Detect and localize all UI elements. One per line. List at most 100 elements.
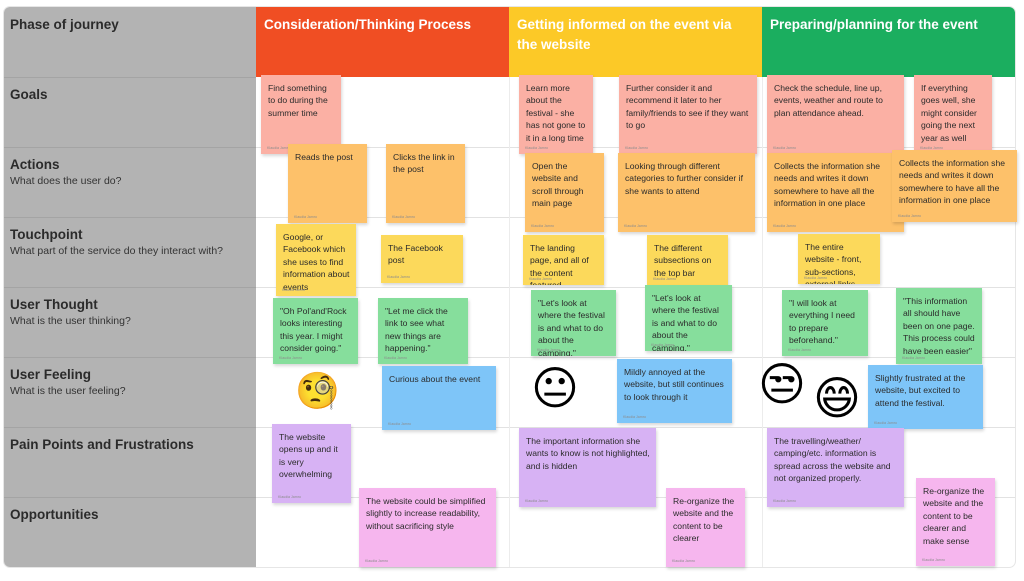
sticky-note-text: If everything goes well, she might consi…: [921, 83, 977, 143]
row-title: Goals: [10, 87, 48, 102]
sticky-note-author: Klaudia Jamro: [902, 356, 925, 360]
sticky-note-author: Klaudia Jamro: [267, 146, 290, 150]
sticky-note[interactable]: Collects the information she needs and w…: [767, 153, 904, 232]
sticky-note-text: Find something to do during the summer t…: [268, 83, 328, 118]
sticky-note[interactable]: The landing page, and all of the content…: [523, 235, 604, 285]
sticky-note[interactable]: Slightly frustrated at the website, but …: [868, 365, 983, 429]
phase-label: Phase of journey: [10, 16, 250, 33]
sticky-note-text: Learn more about the festival - she has …: [526, 83, 586, 143]
sticky-note-text: "I will look at everything I need to pre…: [789, 298, 855, 346]
row-divider: [4, 217, 256, 218]
row-label-touchpoint: Touchpoint What part of the service do t…: [10, 226, 250, 258]
sticky-note-author: Klaudia Jamro: [920, 146, 943, 150]
sticky-note[interactable]: Google, or Facebook which she uses to fi…: [276, 224, 356, 296]
sticky-note[interactable]: Collects the information she needs and w…: [892, 150, 1017, 222]
sticky-note-author: Klaudia Jamro: [388, 422, 411, 426]
neutral-face-icon: 😐: [531, 362, 579, 414]
sticky-note-text: The travelling/weather/ camping/etc. inf…: [774, 436, 891, 484]
sticky-note-text: Slightly frustrated at the website, but …: [875, 373, 966, 408]
sticky-note-author: Klaudia Jamro: [874, 421, 897, 425]
sticky-note-author: Klaudia Jamro: [392, 215, 415, 219]
row-label-actions: Actions What does the user do?: [10, 156, 250, 188]
row-title: Actions: [10, 157, 60, 172]
sticky-note[interactable]: The travelling/weather/ camping/etc. inf…: [767, 428, 904, 507]
sticky-note-text: Check the schedule, line up, events, wea…: [774, 83, 883, 118]
sticky-note-text: "Let me click the link to see what new t…: [385, 306, 448, 354]
sticky-note[interactable]: Further consider it and recommend it lat…: [619, 75, 757, 154]
sticky-note-author: Klaudia Jamro: [623, 415, 646, 419]
sticky-note[interactable]: Open the website and scroll through main…: [525, 153, 604, 232]
sticky-note-text: "Let's look at where the festival is and…: [538, 298, 605, 356]
sticky-note-author: Klaudia Jamro: [531, 224, 554, 228]
sticky-note[interactable]: "Let me click the link to see what new t…: [378, 298, 468, 364]
row-subtitle: What does the user do?: [10, 175, 122, 187]
sticky-note[interactable]: Learn more about the festival - she has …: [519, 75, 593, 154]
sticky-note-author: Klaudia Jamro: [282, 288, 305, 292]
sticky-note-text: "Oh Pol'and'Rock looks interesting this …: [280, 306, 347, 354]
sticky-note-author: Klaudia Jamro: [279, 356, 302, 360]
sticky-note[interactable]: The important information she wants to k…: [519, 428, 656, 507]
sticky-note-author: Klaudia Jamro: [651, 343, 674, 347]
sticky-note[interactable]: "Let's look at where the festival is and…: [531, 290, 616, 356]
sticky-note-text: Curious about the event: [389, 374, 481, 384]
sticky-note-author: Klaudia Jamro: [384, 356, 407, 360]
sticky-note-text: Re-organize the website and the content …: [923, 486, 985, 546]
sticky-note[interactable]: Find something to do during the summer t…: [261, 75, 341, 154]
sticky-note[interactable]: The entire website - front, sub-sections…: [798, 234, 880, 284]
sticky-note-text: Open the website and scroll through main…: [532, 161, 584, 209]
sticky-note[interactable]: "Let's look at where the festival is and…: [645, 285, 732, 351]
sticky-note-text: The important information she wants to k…: [526, 436, 650, 471]
phase-header-consideration: Consideration/Thinking Process: [256, 7, 509, 77]
row-label-opportunities: Opportunities: [10, 506, 250, 523]
sticky-note[interactable]: Check the schedule, line up, events, wea…: [767, 75, 904, 154]
sticky-note-text: The different subsections on the top bar: [654, 243, 712, 278]
sticky-note-text: "Let's look at where the festival is and…: [652, 293, 719, 351]
row-label-user-thought: User Thought What is the user thinking?: [10, 296, 250, 328]
row-subtitle: What is the user thinking?: [10, 315, 131, 327]
row-title: Touchpoint: [10, 227, 83, 242]
column-divider: [509, 77, 510, 567]
sticky-note-author: Klaudia Jamro: [387, 275, 410, 279]
sticky-note[interactable]: The website opens up and it is very over…: [272, 424, 351, 503]
row-divider: [4, 77, 256, 78]
sticky-note-author: Klaudia Jamro: [624, 224, 647, 228]
sticky-note-author: Klaudia Jamro: [294, 215, 317, 219]
sticky-note-text: Clicks the link in the post: [393, 152, 455, 175]
sticky-note-author: Klaudia Jamro: [922, 558, 945, 562]
sticky-note-text: Collects the information she needs and w…: [899, 158, 1006, 206]
sticky-note[interactable]: "This information all should have been o…: [896, 288, 982, 364]
row-title: User Thought: [10, 297, 98, 312]
sticky-note-text: The landing page, and all of the content…: [530, 243, 589, 285]
sticky-note[interactable]: The website could be simplified slightly…: [359, 488, 496, 567]
sticky-note-text: Google, or Facebook which she uses to fi…: [283, 232, 350, 292]
column-divider: [762, 77, 763, 567]
sticky-note-text: Further consider it and recommend it lat…: [626, 83, 749, 131]
sticky-note[interactable]: The different subsections on the top bar…: [647, 235, 728, 285]
sticky-note-author: Klaudia Jamro: [625, 146, 648, 150]
row-label-pain-points: Pain Points and Frustrations: [10, 436, 250, 453]
sticky-note[interactable]: "I will look at everything I need to pre…: [782, 290, 868, 356]
sticky-note-text: The Facebook post: [388, 243, 443, 266]
sticky-note[interactable]: Re-organize the website and the content …: [916, 478, 995, 566]
sticky-note[interactable]: If everything goes well, she might consi…: [914, 75, 992, 154]
sticky-note-text: Re-organize the website and the content …: [673, 496, 735, 544]
sticky-note-text: "This information all should have been o…: [903, 296, 975, 356]
row-subtitle: What part of the service do they interac…: [10, 245, 224, 257]
sticky-note-author: Klaudia Jamro: [773, 224, 796, 228]
sticky-note[interactable]: Re-organize the website and the content …: [666, 488, 745, 567]
sticky-note-text: The entire website - front, sub-sections…: [805, 242, 862, 284]
phase-header-preparing: Preparing/planning for the event: [762, 7, 1015, 77]
sticky-note[interactable]: "Oh Pol'and'Rock looks interesting this …: [273, 298, 358, 364]
sticky-note[interactable]: Looking through different categories to …: [618, 153, 755, 232]
monocle-face-icon: 🧐: [295, 370, 340, 411]
sticky-note-author: Klaudia Jamro: [773, 146, 796, 150]
sticky-note[interactable]: Mildly annoyed at the website, but still…: [617, 359, 732, 423]
phase-header-getting-informed: Getting informed on the event via the we…: [509, 7, 762, 77]
unamused-face-icon: 😒: [758, 358, 806, 410]
sticky-note-author: Klaudia Jamro: [365, 559, 388, 563]
sticky-note-text: Mildly annoyed at the website, but still…: [624, 367, 724, 402]
